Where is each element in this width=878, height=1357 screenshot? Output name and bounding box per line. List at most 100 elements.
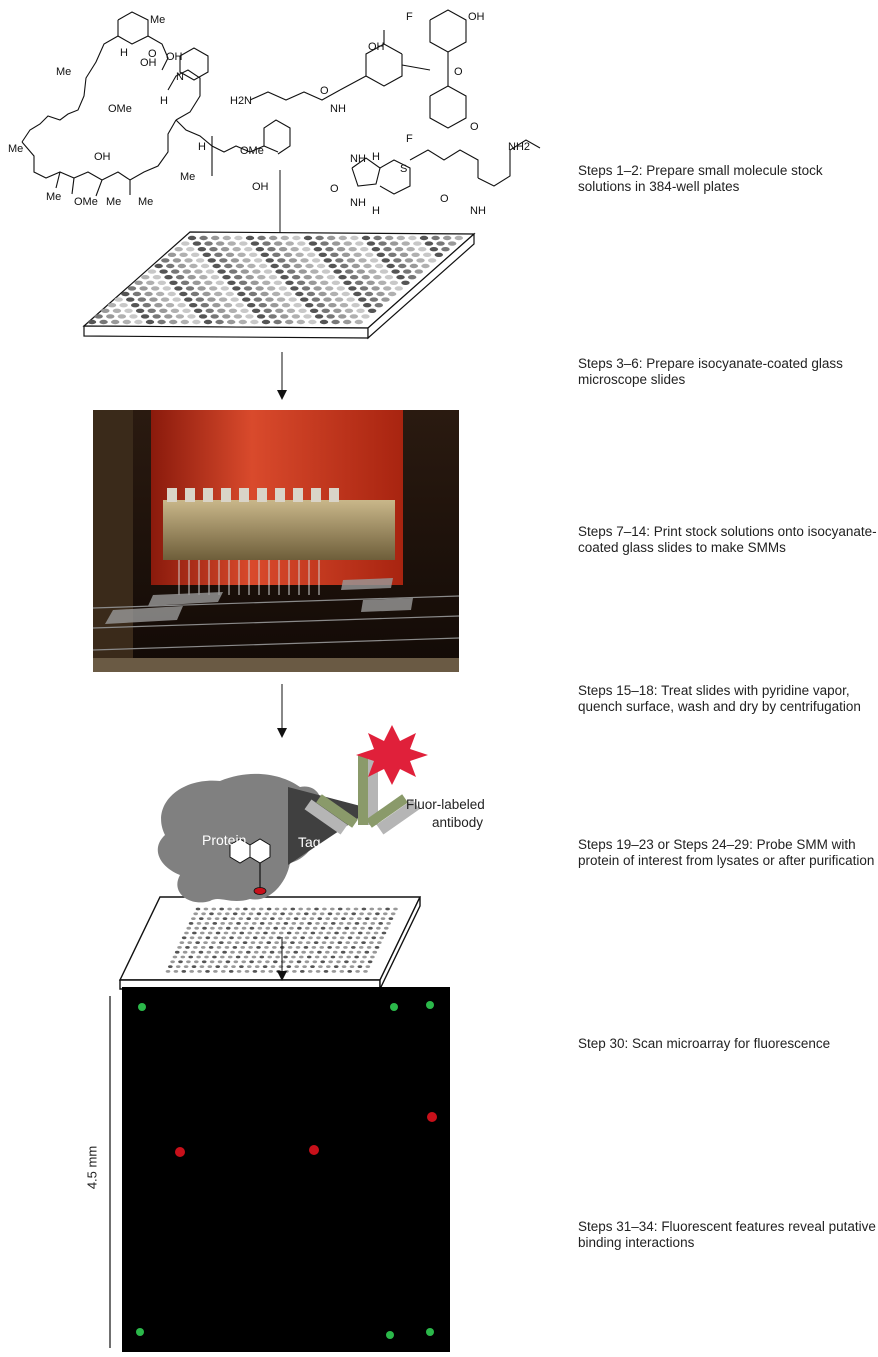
well: [340, 303, 348, 307]
array-spot: [371, 936, 376, 939]
array-spot: [247, 932, 252, 935]
array-spot: [292, 970, 297, 973]
well: [425, 241, 433, 245]
svg-text:S: S: [400, 163, 407, 175]
array-spot: [246, 917, 251, 920]
array-spot: [319, 946, 324, 949]
well: [247, 264, 255, 268]
well: [333, 309, 341, 313]
array-spot: [229, 970, 234, 973]
array-spot: [299, 922, 304, 925]
array-spot: [365, 917, 370, 920]
array-spot: [186, 960, 191, 963]
well: [398, 264, 406, 268]
array-spot: [342, 965, 347, 968]
well: [381, 297, 389, 301]
well: [358, 297, 366, 301]
well: [300, 258, 308, 262]
array-spot: [279, 932, 284, 935]
array-spot: [374, 932, 379, 935]
array-spot: [253, 936, 258, 939]
array-spot: [295, 932, 300, 935]
array-spot: [228, 956, 233, 959]
array-spot: [205, 922, 210, 925]
well: [266, 258, 274, 262]
array-spot: [260, 922, 265, 925]
well: [199, 314, 207, 318]
array-spot: [223, 965, 228, 968]
array-spot: [233, 946, 238, 949]
well: [290, 247, 298, 251]
well: [270, 303, 278, 307]
well: [234, 314, 242, 318]
well: [315, 314, 323, 318]
well: [267, 247, 275, 251]
array-spot: [217, 912, 222, 915]
well: [176, 275, 184, 279]
well: [226, 292, 234, 296]
well: [273, 320, 281, 324]
well: [388, 253, 396, 257]
well: [219, 258, 227, 262]
well: [368, 269, 376, 273]
well: [113, 309, 121, 313]
array-spot: [325, 951, 330, 954]
svg-text:O: O: [454, 66, 463, 78]
well: [377, 253, 385, 257]
array-spot: [229, 936, 234, 939]
array-spot: [338, 941, 343, 944]
well: [257, 236, 265, 240]
array-spot: [360, 927, 365, 930]
array-spot: [308, 970, 313, 973]
well: [251, 241, 259, 245]
array-spot: [272, 912, 277, 915]
array-spot: [270, 917, 275, 920]
well: [159, 309, 167, 313]
array-spot: [233, 912, 238, 915]
well: [161, 297, 169, 301]
well: [428, 258, 436, 262]
svg-text:OH: OH: [468, 11, 485, 23]
well: [179, 292, 187, 296]
well: [413, 241, 421, 245]
array-spot: [314, 941, 319, 944]
well: [187, 314, 195, 318]
well: [201, 264, 209, 268]
array-spot: [249, 912, 254, 915]
well: [275, 309, 283, 313]
well: [268, 314, 276, 318]
well: [156, 292, 164, 296]
well: [174, 286, 182, 290]
array-spot: [251, 941, 256, 944]
well: [338, 314, 346, 318]
array-spot: [211, 941, 216, 944]
well: [309, 241, 317, 245]
well: [204, 241, 212, 245]
well: [131, 303, 139, 307]
array-spot: [384, 927, 389, 930]
array-spot: [296, 912, 301, 915]
array-spot: [307, 922, 312, 925]
well: [383, 286, 391, 290]
well: [234, 236, 242, 240]
array-spot: [327, 946, 332, 949]
well: [416, 258, 424, 262]
well: [310, 269, 318, 273]
well: [158, 281, 166, 285]
well: [373, 275, 381, 279]
array-spot: [317, 917, 322, 920]
array-spot: [193, 912, 198, 915]
well: [325, 286, 333, 290]
well: [157, 320, 165, 324]
array-spot: [304, 946, 309, 949]
array-spot: [314, 908, 319, 911]
array-spot: [299, 956, 304, 959]
well: [297, 241, 305, 245]
array-spot: [346, 908, 351, 911]
array-spot: [353, 941, 358, 944]
svg-text:NH2: NH2: [508, 141, 530, 153]
well: [237, 253, 245, 257]
well: [436, 241, 444, 245]
well-plate-384: [80, 228, 480, 343]
array-spot: [242, 927, 247, 930]
